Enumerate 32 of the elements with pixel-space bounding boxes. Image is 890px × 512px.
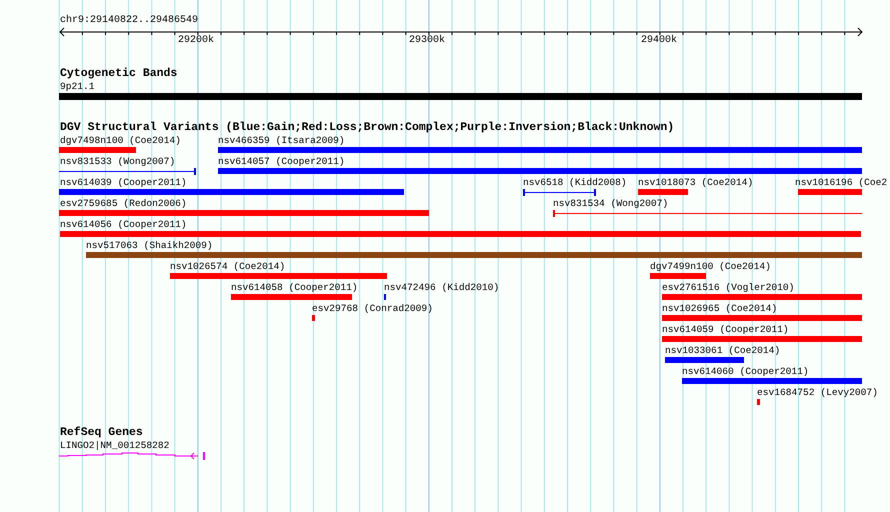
variant-label: esv2759685 (Redon2006) — [60, 198, 187, 209]
variant-label: nsv1026965 (Coe2014) — [662, 303, 778, 314]
track-title: Cytogenetic Bands — [60, 68, 178, 80]
variant-label: nsv466359 (Itsara2009) — [218, 135, 345, 146]
track-title: DGV Structural Variants (Blue:Gain;Red:Loss;Brown:Complex;Purple:Inversion;Black:Unknown) — [60, 122, 674, 134]
variant-label: dgv7499n100 (Coe2014) — [650, 261, 771, 272]
variant-label: nsv472496 (Kidd2010) — [384, 282, 500, 293]
region-coordinates: chr9:29140822..29486549 — [60, 15, 198, 27]
variant-label: dgv7498n100 (Coe2014) — [60, 135, 181, 146]
variant-label: nsv6518 (Kidd2008) — [523, 177, 627, 188]
tick-label: 29300k — [409, 35, 446, 47]
variant-label: esv2761516 (Vogler2010) — [662, 282, 794, 293]
variant-label: nsv614060 (Cooper2011) — [682, 366, 809, 377]
variant-label: nsv614056 (Cooper2011) — [60, 219, 187, 230]
variant-label: nsv1033061 (Coe2014) — [665, 345, 780, 356]
tick-label: 29400k — [641, 35, 678, 47]
gene-label: LINGO2|NM_001258282 — [60, 440, 170, 451]
track-title: RefSeq Genes — [60, 427, 143, 439]
variant-label: nsv614059 (Cooper2011) — [662, 324, 789, 335]
variant-label: nsv614039 (Cooper2011) — [60, 177, 187, 188]
band-label: 9p21.1 — [60, 81, 95, 92]
variant-label: nsv614057 (Cooper2011) — [218, 156, 345, 167]
tick-label: 29200k — [178, 35, 214, 47]
variant-label: nsv614058 (Cooper2011) — [231, 282, 358, 293]
variant-label: nsv1026574 (Coe2014) — [170, 261, 286, 272]
variant-label: nsv831534 (Wong2007) — [553, 198, 668, 209]
variant-label: esv29768 (Conrad2009) — [312, 303, 433, 314]
variant-label: nsv1018073 (Coe2014) — [638, 177, 754, 188]
variant-label: esv1684752 (Levy2007) — [757, 387, 878, 398]
variant-label: nsv831533 (Wong2007) — [60, 156, 176, 167]
variant-label: nsv1016196 (Coe2 — [795, 177, 888, 188]
variant-label: nsv517063 (Shaikh2009) — [86, 240, 213, 251]
